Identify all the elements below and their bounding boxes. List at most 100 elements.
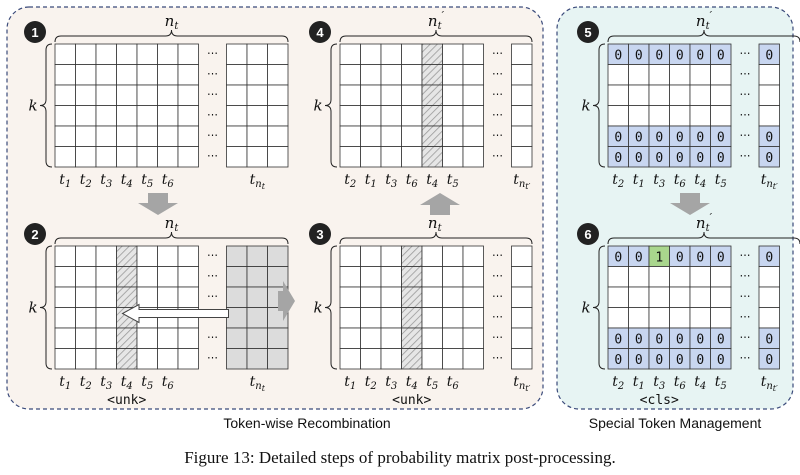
- matrix-cell: [380, 266, 402, 288]
- matrix-cell: [136, 105, 158, 127]
- ellipsis: ⋯: [740, 311, 751, 323]
- matrix-cell: [226, 43, 248, 65]
- matrix-cell: [267, 245, 289, 267]
- column-label-text: t1: [633, 172, 645, 190]
- matrix-cell: [511, 125, 533, 147]
- ellipsis: ⋯: [492, 352, 503, 364]
- ellipsis: ⋯: [492, 150, 503, 162]
- matrix-cell: [648, 84, 670, 106]
- cell-value: 0: [696, 353, 704, 368]
- cell-value: 0: [676, 151, 684, 166]
- matrix-cell: [339, 84, 361, 106]
- cell-value: 0: [717, 151, 725, 166]
- matrix-cell: [380, 327, 402, 349]
- row-count-label: k: [313, 97, 322, 115]
- matrix-cell: [628, 286, 650, 308]
- matrix-cell: [421, 245, 443, 267]
- cell-value: 0: [717, 130, 725, 145]
- matrix-cell: [157, 327, 179, 349]
- matrix-cell: [95, 43, 117, 65]
- matrix-cell: [401, 125, 423, 147]
- matrix-cell: [95, 327, 117, 349]
- ellipsis: ⋯: [207, 290, 218, 302]
- column-label-text: t5: [426, 374, 438, 392]
- matrix-cell: [462, 286, 484, 308]
- matrix-cell: [177, 125, 199, 147]
- matrix-cell: [95, 307, 117, 329]
- column-label: t1: [633, 374, 645, 392]
- matrix-cell: [442, 327, 464, 349]
- matrix-cell: [380, 105, 402, 127]
- matrix-cell: [75, 64, 97, 86]
- column-count-label: nt′: [696, 9, 713, 32]
- matrix-cell: [710, 64, 732, 86]
- ellipsis: ⋯: [492, 311, 503, 323]
- matrix-cell: [246, 43, 268, 65]
- matrix-cell: [267, 64, 289, 86]
- top-brace: [339, 231, 533, 245]
- cell-value: 0: [765, 130, 773, 145]
- matrix-cell: [177, 245, 199, 267]
- column-label: t1: [59, 374, 71, 392]
- special-token-label: <unk>: [392, 393, 431, 408]
- matrix-cell: [226, 84, 248, 106]
- matrix-cell: [54, 327, 76, 349]
- cell-value: 0: [635, 130, 643, 145]
- cell-value: 0: [717, 48, 725, 63]
- matrix-cell: [758, 266, 780, 288]
- matrix-cell: [54, 43, 76, 65]
- row-count-label: k: [581, 97, 590, 115]
- matrix-cell: [462, 84, 484, 106]
- matrix-cell: [360, 266, 382, 288]
- ellipsis: ⋯: [740, 331, 751, 343]
- matrix-cell: [246, 105, 268, 127]
- matrix-cell: [136, 64, 158, 86]
- matrix-cell: [246, 327, 268, 349]
- matrix-cell: [689, 286, 711, 308]
- column-label: t2: [612, 374, 624, 392]
- matrix-cell: [710, 286, 732, 308]
- ellipsis: ⋯: [492, 47, 503, 59]
- column-label-text: t2: [612, 172, 624, 190]
- column-label-text: t6: [447, 374, 460, 392]
- matrix-cell: [75, 43, 97, 65]
- column-label-text: t2: [80, 172, 92, 190]
- column-label-text: t3: [100, 374, 112, 392]
- column-label-text: t2: [365, 374, 377, 392]
- matrix-cell: [75, 125, 97, 147]
- matrix-cell: [95, 105, 117, 127]
- matrix-cell: [75, 348, 97, 370]
- matrix-cell: [75, 146, 97, 168]
- matrix-cell: [628, 64, 650, 86]
- row-count-label: k: [28, 97, 37, 115]
- cell-value: 0: [717, 250, 725, 265]
- matrix-cell: [669, 307, 691, 329]
- column-label: t1: [59, 172, 71, 190]
- matrix-cell: [607, 286, 629, 308]
- matrix-cell: [689, 84, 711, 106]
- left-panel-title: Token-wise Recombination: [223, 415, 390, 431]
- matrix-cell: [421, 64, 443, 86]
- matrix-cell: [246, 64, 268, 86]
- matrix-cell: [710, 348, 732, 370]
- matrix-cell: [360, 286, 382, 308]
- column-label: t4: [426, 172, 438, 190]
- matrix-cell: [157, 348, 179, 370]
- matrix-cell: [54, 84, 76, 106]
- matrix-cell: [669, 286, 691, 308]
- matrix-cell: [442, 84, 464, 106]
- column-label: t5: [141, 172, 153, 190]
- ellipsis: ⋯: [207, 88, 218, 100]
- matrix-cell: [75, 286, 97, 308]
- matrix-cell: [339, 146, 361, 168]
- matrix-cell: [511, 105, 533, 127]
- matrix-cell: [421, 146, 443, 168]
- matrix-cell: [360, 43, 382, 65]
- step-number-badge: [309, 223, 331, 245]
- matrix-cell: [669, 64, 691, 86]
- ellipsis: ⋯: [740, 47, 751, 59]
- matrix-cell: [401, 307, 423, 329]
- matrix-cell: [442, 146, 464, 168]
- matrix-cell: [339, 327, 361, 349]
